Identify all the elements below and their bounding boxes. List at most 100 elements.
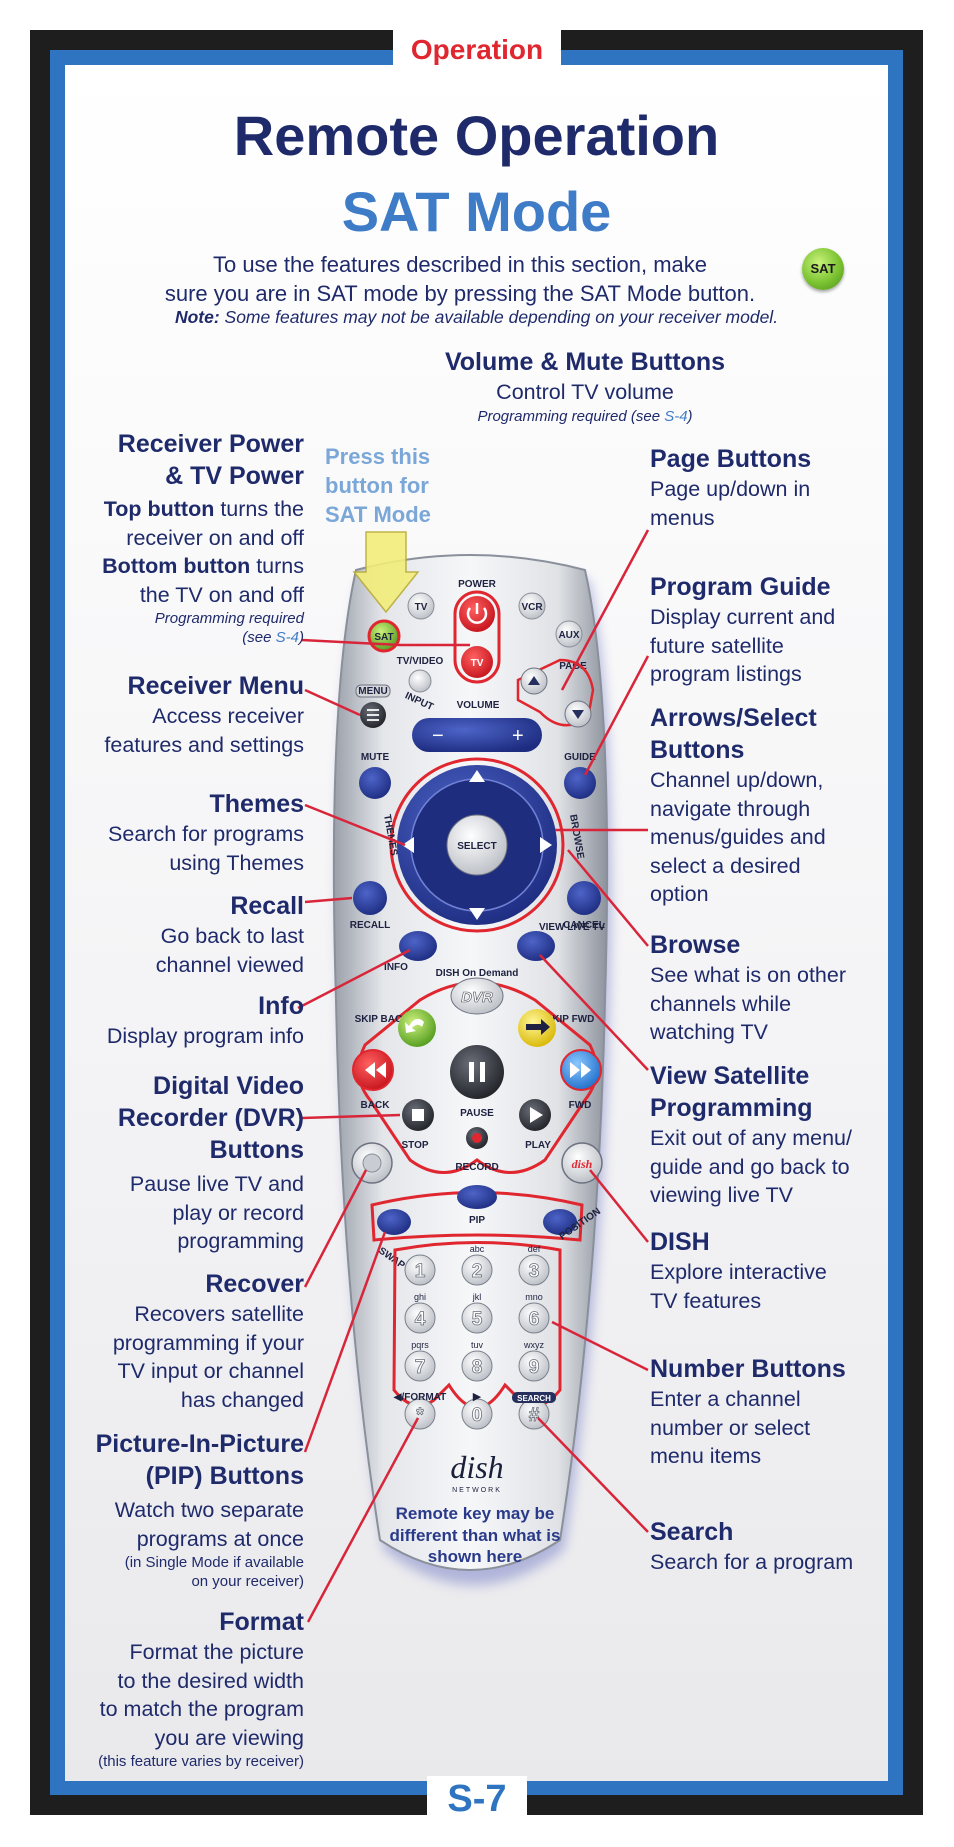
number-key-label: 3: [529, 1261, 540, 1282]
number-key-letters: tuv: [471, 1340, 484, 1350]
callout-view-satellite: View Satellite Programming Exit out of a…: [650, 1060, 890, 1210]
remote-caption: Remote key may be different than what is…: [389, 1504, 561, 1566]
number-key-0[interactable]: [461, 1398, 493, 1430]
view-live-tv-button[interactable]: [517, 931, 555, 961]
number-key-label: *: [416, 1405, 424, 1426]
select-button[interactable]: [446, 814, 508, 876]
format-label: ◀/FORMAT: [393, 1392, 447, 1403]
info-desc-1: Display program info: [106, 1024, 304, 1048]
fast-forward-icon: [570, 1062, 591, 1078]
view-sat-desc-2: guide and go back to: [650, 1154, 850, 1179]
number-key-2[interactable]: [461, 1254, 493, 1286]
number-key-letters: pqrs: [411, 1340, 429, 1350]
number-key-3[interactable]: [518, 1254, 550, 1286]
number-key-letters: wxyz: [523, 1340, 544, 1350]
brand-logo: dish: [450, 1449, 503, 1485]
format-desc-2: to the desired width: [117, 1668, 304, 1693]
mute-button[interactable]: [359, 767, 391, 799]
dvr-desc-1: Pause live TV and: [129, 1172, 304, 1196]
note-text: Some features may not be available depen…: [224, 307, 779, 327]
vcr-mode-button[interactable]: [518, 592, 546, 620]
leader-page: [560, 529, 650, 691]
tv-video-input-button[interactable]: [408, 669, 432, 693]
browse-desc-1: See what is on other: [650, 963, 847, 987]
leader-dish: [589, 1169, 649, 1243]
arrow-down-icon[interactable]: [469, 908, 485, 920]
page-desc-2: menus: [650, 505, 715, 530]
tv-power-button[interactable]: [461, 646, 493, 678]
leader-info: [297, 948, 411, 1010]
press-sat-note: Press this button for SAT Mode: [325, 444, 431, 527]
pip-swap-button[interactable]: [377, 1209, 411, 1235]
leader-search: [537, 1417, 649, 1533]
cancel-button[interactable]: [567, 881, 601, 915]
guide-label: GUIDE: [564, 752, 596, 763]
guide-button[interactable]: [564, 767, 596, 799]
stop-label: STOP: [401, 1140, 428, 1151]
number-key-7[interactable]: [404, 1350, 436, 1382]
browse-desc-3: watching TV: [650, 1020, 768, 1044]
sat-mode-badge: SAT: [802, 248, 844, 290]
pause-label: PAUSE: [460, 1108, 494, 1119]
number-key-1[interactable]: [404, 1254, 436, 1286]
number-key-4[interactable]: [404, 1302, 436, 1334]
skip-back-label: SKIP BACK: [355, 1014, 411, 1025]
info-button[interactable]: [399, 931, 437, 961]
arrow-up-icon[interactable]: [469, 770, 485, 782]
pip-heading-1: Picture-In-Picture: [95, 1430, 304, 1458]
pause-button[interactable]: [450, 1045, 504, 1099]
recover-desc-1: Recovers satellite: [134, 1302, 304, 1326]
arrows-desc-2: navigate through: [650, 796, 811, 821]
view-sat-heading-1: View Satellite: [650, 1062, 810, 1090]
leader-format: [306, 1417, 420, 1623]
number-key-label: 0: [472, 1405, 483, 1426]
number-key-letters: jkl: [472, 1292, 482, 1302]
select-label: SELECT: [457, 841, 496, 852]
pip-position-button[interactable]: [543, 1209, 577, 1235]
tv-mode-button[interactable]: [407, 592, 435, 620]
info-label: INFO: [384, 962, 408, 973]
pip-button[interactable]: [457, 1185, 497, 1209]
callout-arrows: Arrows/Select Buttons Channel up/down, n…: [650, 702, 890, 909]
format-desc-1: Format the picture: [129, 1640, 304, 1664]
arrows-desc-5: option: [650, 882, 709, 906]
skip-back-button[interactable]: [398, 1009, 436, 1047]
leader-menu: [304, 688, 361, 717]
dvr-button[interactable]: [450, 977, 504, 1015]
receiver-power-top-line-2: receiver on and off: [126, 525, 304, 550]
callout-info: Info Display program info: [62, 990, 304, 1051]
number-key-label: 4: [415, 1309, 426, 1330]
play-small-icon: ▶: [473, 1390, 482, 1403]
volume-rocker[interactable]: [412, 718, 542, 752]
number-key-5[interactable]: [461, 1302, 493, 1334]
number-key-star[interactable]: [404, 1398, 436, 1430]
pip-note-2: on your receiver): [191, 1573, 304, 1590]
arrow-right-icon[interactable]: [540, 837, 552, 853]
arrows-desc-4: select a desired: [650, 853, 801, 878]
number-key-9[interactable]: [518, 1350, 550, 1382]
themes-desc-1: Search for programs: [108, 822, 304, 846]
ref-link[interactable]: S-4: [275, 629, 299, 646]
number-key-6[interactable]: [518, 1302, 550, 1334]
format-desc-4: you are viewing: [154, 1725, 304, 1750]
back-label: BACK: [361, 1100, 391, 1111]
vcr-mode-label: VCR: [521, 602, 543, 613]
menu-label: MENU: [358, 686, 387, 697]
format-note-1: (this feature varies by receiver): [98, 1753, 304, 1770]
recall-button[interactable]: [353, 881, 387, 915]
number-key-8[interactable]: [461, 1350, 493, 1382]
callout-dish: DISH Explore interactive TV features: [650, 1226, 890, 1315]
receiver-power-heading-1: Receiver Power: [117, 430, 304, 458]
sat-mode-label: SAT: [374, 632, 393, 643]
view-sat-desc-1: Exit out of any menu/: [650, 1126, 852, 1150]
arrow-left-icon[interactable]: [402, 837, 414, 853]
number-key-letters: abc: [470, 1244, 485, 1254]
leader-themes: [304, 803, 406, 847]
aux-mode-button[interactable]: [555, 620, 583, 648]
number-key-letters: ghi: [414, 1292, 426, 1302]
number-key-letters: mno: [525, 1292, 543, 1302]
power-icon: [466, 607, 488, 624]
ref-link[interactable]: S-4: [664, 407, 688, 425]
callout-format: Format Format the picture to the desired…: [62, 1606, 304, 1771]
